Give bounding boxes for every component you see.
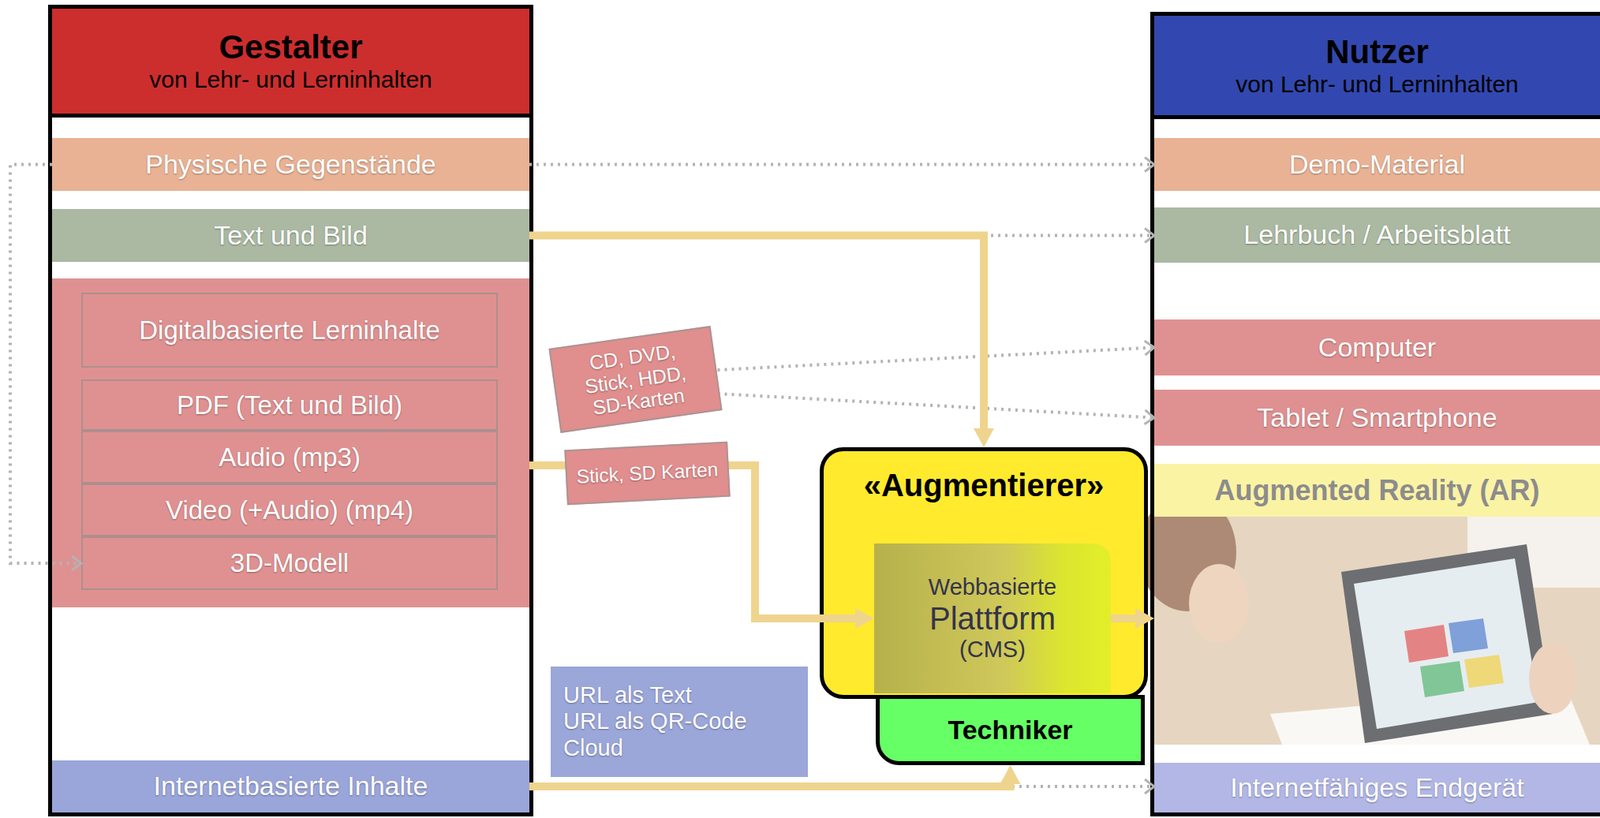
column-title: Nutzer [1163,33,1591,72]
text-holder: URL als TextURL als QR-CodeCloud [550,666,808,778]
node-label: Cloud [563,735,796,762]
device-band: Internetfähiges Endgerät [1154,762,1600,813]
text-holder: Lehrbuch / Arbeitsblatt [1154,207,1600,263]
node-label: Video (+Audio) (mp4) [92,495,487,526]
dotted-arrow [10,164,82,565]
dotted-arrow [529,785,1155,789]
tablet-screen [1353,558,1539,729]
node-label: Audio (mp3) [92,442,487,473]
text-holder: Demo-Material [1154,138,1600,191]
device-band: Lehrbuch / Arbeitsblatt [1154,207,1600,263]
format-band: Physische Gegenstände [52,138,530,191]
role-box: «Augmentierer» WebbasiertePlattform(CMS) [819,447,1148,700]
format-band: Text und Bild [52,209,530,262]
format-box: 3D-Modell [81,536,498,591]
node-label: Internetbasierte Inhalte [61,770,520,802]
column-subtitle: von Lehr- und Lerninhalten [61,66,520,94]
role-tag: Techniker [875,695,1145,766]
flow-arrow [529,784,1011,787]
format-box: Video (+Audio) (mp4) [81,483,498,537]
flow-arrow [529,465,856,619]
text-holder: Physische Gegenstände [52,138,530,191]
text-holder: Nutzervon Lehr- und Lerninhalten [1154,15,1600,120]
text-holder: Tablet / Smartphone [1154,389,1600,446]
node-label: Text und Bild [61,220,520,251]
text-holder: WebbasiertePlattform(CMS) [874,543,1111,694]
node-label: Plattform [883,600,1102,637]
url-box: URL als TextURL als QR-CodeCloud [550,666,808,778]
device-band: Demo-Material [1154,138,1600,191]
node-label: PDF (Text und Bild) [92,390,487,421]
group-panel: Digitalbasierte LerninhaltePDF (Text und… [52,278,530,608]
device-band: Computer [1154,319,1600,376]
text-holder: Text und Bild [52,209,530,262]
text-holder: Video (+Audio) (mp4) [82,485,497,535]
text-holder: 3D-Modell [82,538,497,589]
medium-card: Stick, SD Karten [564,441,730,506]
dotted-arrow [529,234,1155,238]
text-holder: Internetfähiges Endgerät [1154,762,1600,813]
node-label: Lehrbuch / Arbeitsblatt [1163,219,1591,251]
text-holder: CD, DVD, Stick, HDD, SD-Karten [550,327,721,431]
hand [1528,642,1577,715]
format-box: PDF (Text und Bild) [81,379,498,431]
dotted-arrow [529,163,1155,167]
flow-arrow [1110,614,1136,623]
medium-card: CD, DVD, Stick, HDD, SD-Karten [548,325,722,434]
text-holder: Audio (mp3) [82,432,497,483]
column-subtitle: von Lehr- und Lerninhalten [1163,71,1591,99]
node-label: Techniker [889,714,1132,746]
text-holder: «Augmentierer» [823,460,1144,510]
node-label: 3D-Modell [92,548,487,579]
ar-cube [1464,654,1504,688]
node-label: Digitalbasierte Lerninhalte [92,315,487,346]
text-holder: PDF (Text und Bild) [82,381,497,430]
platform-box: WebbasiertePlattform(CMS) [874,543,1111,694]
text-holder: Stick, SD Karten [565,443,729,505]
text-holder: Computer [1154,319,1600,376]
node-label: (CMS) [883,636,1102,663]
node-label: Internetfähiges Endgerät [1163,772,1591,804]
text-holder: Techniker [879,699,1141,762]
node-label: Augmented Reality (AR) [1163,474,1591,507]
ar-panel: Augmented Reality (AR) [1154,463,1600,745]
ar-cube [1448,618,1488,654]
column-panel: Nutzervon Lehr- und LerninhaltenDemo-Mat… [1150,11,1600,817]
node-label: Physische Gegenstände [61,149,520,180]
node-label: Webbasierte [883,574,1102,601]
ar-cube [1420,661,1465,698]
ar-photo [1138,493,1600,745]
column-title: Gestalter [61,28,520,67]
text-holder: Augmented Reality (AR) [1154,463,1600,517]
column-panel: Gestaltervon Lehr- und LerninhaltenPhysi… [48,4,534,817]
node-label: URL als QR-Code [563,708,796,735]
role-title: «Augmentierer» [833,467,1135,504]
dotted-arrow [717,393,1155,419]
format-box: Audio (mp3) [81,430,498,484]
ar-cube [1404,624,1449,663]
format-band: Internetbasierte Inhalte [52,760,530,813]
text-holder: Gestaltervon Lehr- und Lerninhalten [52,8,530,118]
device-band: Tablet / Smartphone [1154,389,1600,446]
node-label: CD, DVD, Stick, HDD, SD-Karten [571,337,700,422]
tablet-body [1341,544,1553,744]
node-label: Demo-Material [1163,149,1591,180]
dotted-arrow [717,347,1155,371]
flow-arrow [529,235,984,430]
node-label: URL als Text [563,682,796,709]
node-label: Tablet / Smartphone [1163,402,1591,434]
node-label: Stick, SD Karten [574,458,720,489]
child-face [1188,564,1249,643]
text-holder: Internetbasierte Inhalte [52,760,530,813]
text-holder: Digitalbasierte Lerninhalte [81,292,498,368]
node-label: Computer [1163,332,1591,363]
